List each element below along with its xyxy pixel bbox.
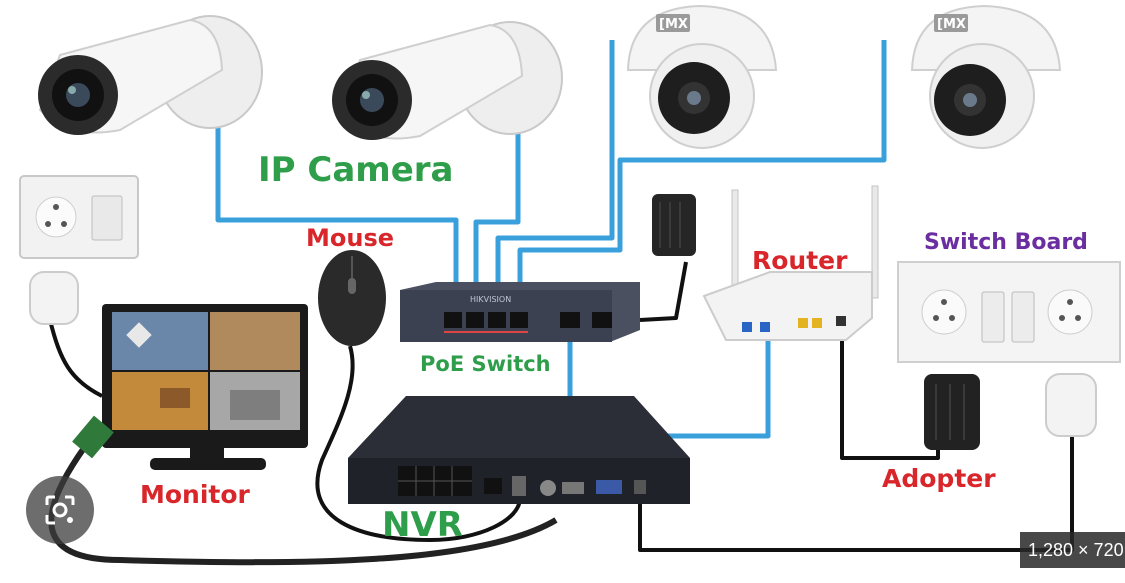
cable-dome2-to-switch [517, 40, 887, 322]
power-adapter [924, 374, 980, 450]
google-lens-icon[interactable] [26, 476, 94, 544]
label-mouse: Mouse [306, 224, 395, 252]
label-adopter: Adopter [882, 464, 996, 493]
mouse-device [318, 250, 386, 346]
cable-camera1-to-switch [215, 120, 459, 322]
dome-brand-2: [MX [937, 17, 966, 32]
image-dimensions-badge: 1,280 × 720 [1020, 532, 1125, 568]
wall-socket [19, 175, 139, 259]
switch-board-device [897, 261, 1121, 363]
label-router: Router [752, 246, 848, 275]
label-poe-switch: PoE Switch [420, 352, 551, 376]
switch-adapter [652, 194, 696, 256]
monitor-device [72, 304, 308, 470]
label-monitor: Monitor [140, 480, 250, 509]
label-ip-camera: IP Camera [258, 150, 454, 190]
cable-switch-adapter [639, 261, 688, 322]
bullet-camera-1 [38, 15, 263, 135]
dome-camera-2: [MX [910, 4, 1062, 149]
dome-camera-1: [MX [626, 4, 778, 149]
cable-adapter-to-router [840, 320, 940, 460]
cable-camera2-to-switch [473, 130, 521, 322]
cable-mouse [315, 345, 522, 542]
plug-right [1045, 373, 1097, 437]
switch-brand: HIKVISION [470, 295, 511, 304]
router-device [702, 185, 879, 341]
plug-left [29, 271, 79, 325]
cable-dome1-to-switch [495, 40, 615, 322]
bullet-camera-2 [332, 21, 563, 140]
cable-nvr-power [638, 436, 1074, 552]
poe-switch-device: HIKVISION [400, 282, 640, 342]
nvr-device [348, 396, 690, 504]
cable-monitor-power [48, 319, 103, 398]
label-switch-board: Switch Board [924, 230, 1088, 255]
lens-glyph [45, 495, 75, 525]
dome-brand-1: [MX [659, 17, 688, 32]
label-nvr: NVR [382, 505, 463, 545]
